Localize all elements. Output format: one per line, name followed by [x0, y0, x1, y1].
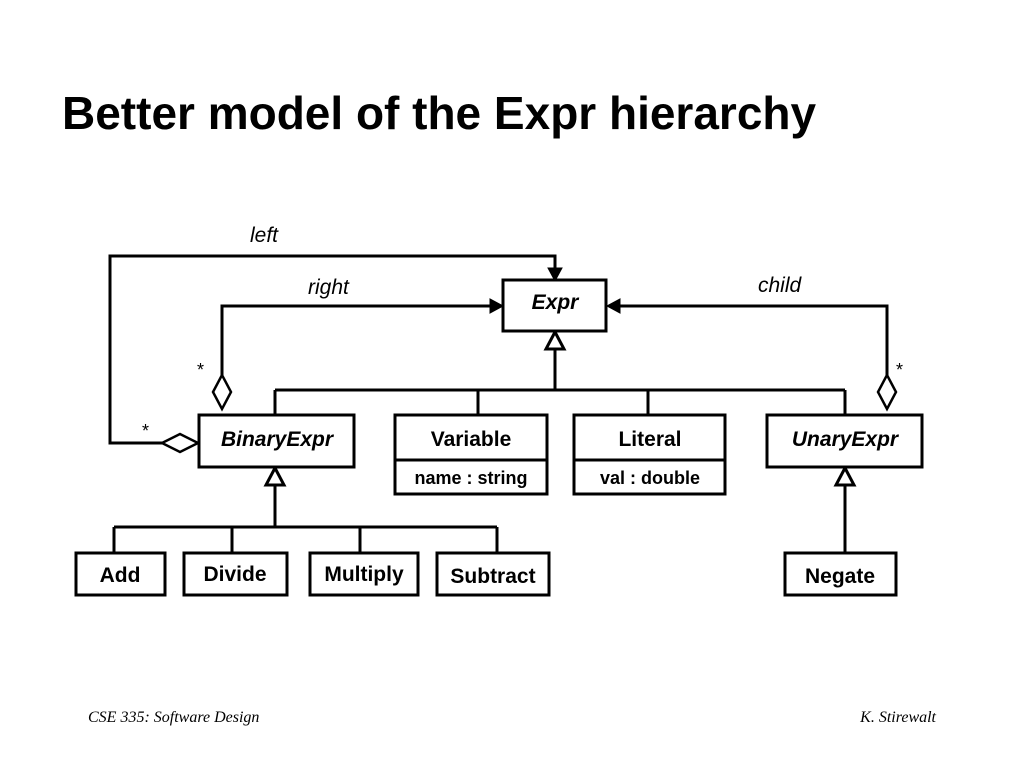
class-negate: Negate	[783, 551, 898, 597]
class-multiply-name: Multiply	[324, 563, 404, 586]
class-unaryexpr: UnaryExpr	[765, 413, 924, 469]
child-association-arrowhead	[605, 298, 621, 314]
binaryexpr-generalization-triangle	[263, 464, 287, 487]
child-role-label: child	[758, 274, 803, 297]
left-association-line	[108, 254, 557, 445]
right-association-line	[220, 304, 490, 375]
right-association: right *	[197, 276, 505, 412]
class-literal-name: Literal	[618, 428, 681, 451]
class-negate-name: Negate	[805, 565, 875, 588]
class-variable-attribute: name : string	[414, 468, 527, 488]
class-variable-box	[393, 413, 549, 496]
class-subtract-name: Subtract	[450, 565, 535, 588]
child-association-line	[620, 304, 889, 375]
unaryexpr-generalization	[833, 464, 857, 553]
unaryexpr-generalization-triangle	[833, 464, 857, 487]
class-multiply-box	[308, 551, 420, 597]
slide-title: Better model of the Expr hierarchy	[62, 87, 817, 139]
left-role-label: left	[250, 224, 279, 247]
left-aggregation-diamond	[159, 432, 201, 454]
class-variable: Variable name : string	[393, 413, 549, 496]
class-unaryexpr-name: UnaryExpr	[792, 428, 900, 451]
binaryexpr-generalization	[112, 464, 499, 553]
right-multiplicity: *	[197, 360, 204, 380]
footer-course: CSE 335: Software Design	[88, 709, 260, 726]
class-divide-name: Divide	[203, 563, 266, 586]
footer-author: K. Stirewalt	[860, 709, 936, 726]
class-subtract-box	[435, 551, 551, 597]
class-binaryexpr: BinaryExpr	[197, 413, 356, 469]
child-association: child *	[605, 274, 903, 412]
class-add-box	[74, 551, 167, 597]
class-add-name: Add	[100, 564, 141, 587]
class-divide-box	[182, 551, 289, 597]
child-aggregation-diamond	[876, 372, 898, 412]
right-association-arrowhead	[489, 298, 505, 314]
class-literal-attribute: val : double	[600, 468, 700, 488]
class-negate-box	[783, 551, 898, 597]
child-multiplicity: *	[896, 360, 903, 380]
expr-generalization	[273, 328, 847, 415]
class-expr-box	[501, 278, 608, 333]
class-add: Add	[74, 551, 167, 597]
class-binaryexpr-name: BinaryExpr	[221, 428, 335, 451]
left-association: left *	[108, 224, 563, 454]
class-multiply: Multiply	[308, 551, 420, 597]
class-expr-name: Expr	[532, 291, 581, 314]
left-multiplicity: *	[142, 421, 149, 441]
class-subtract: Subtract	[435, 551, 551, 597]
class-variable-name: Variable	[431, 428, 512, 451]
class-literal-box	[572, 413, 727, 496]
left-association-arrowhead	[547, 267, 563, 283]
expr-generalization-triangle	[543, 328, 567, 351]
right-role-label: right	[308, 276, 350, 299]
class-literal: Literal val : double	[572, 413, 727, 496]
class-divide: Divide	[182, 551, 289, 597]
class-expr: Expr	[501, 278, 608, 333]
right-aggregation-diamond	[211, 372, 233, 412]
class-binaryexpr-box	[197, 413, 356, 469]
class-unaryexpr-box	[765, 413, 924, 469]
